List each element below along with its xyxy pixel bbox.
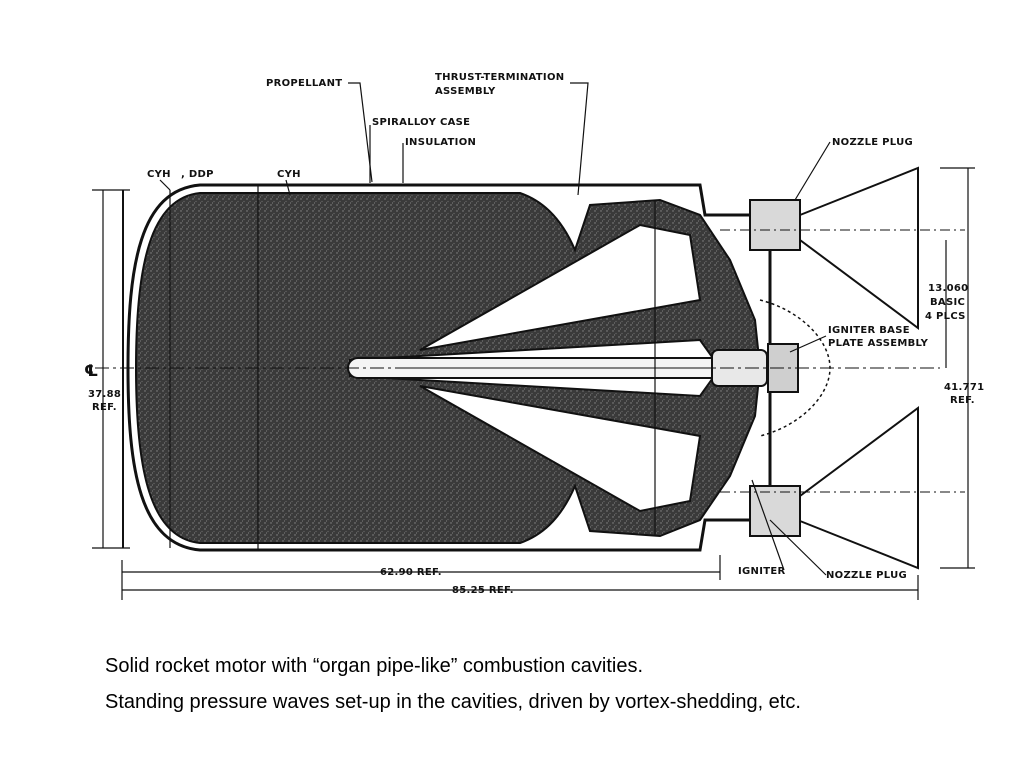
caption-line-2: Standing pressure waves set-up in the ca…: [105, 691, 801, 713]
label-cyh-right: CYH: [277, 169, 301, 180]
label-ddp: , DDP: [181, 169, 214, 180]
label-13060: 13.060: [928, 283, 968, 294]
leader-lines: [159, 82, 831, 576]
label-ref-left: REF.: [92, 402, 117, 413]
rocket-motor-diagram: PROPELLANT THRUST-TERMINATION ASSEMBLY S…: [84, 72, 984, 600]
label-thrust-termination-1: THRUST-TERMINATION: [435, 72, 564, 83]
label-62-90-ref: 62.90 REF.: [380, 567, 442, 578]
dimension-lines: [92, 167, 975, 600]
label-4-plcs: 4 PLCS: [925, 311, 966, 322]
label-spiralloy-case: SPIRALLOY CASE: [372, 117, 470, 128]
label-thrust-termination-2: ASSEMBLY: [435, 86, 496, 97]
label-centerline: ℄: [84, 361, 99, 380]
nozzle-bottom: [720, 406, 965, 570]
caption-line-1: Solid rocket motor with “organ pipe-like…: [105, 655, 643, 677]
label-igniter-base-1: IGNITER BASE: [828, 325, 910, 336]
propellant-grain: [134, 192, 762, 544]
nozzle-top: [720, 166, 965, 330]
label-propellant: PROPELLANT: [266, 78, 342, 89]
label-insulation: INSULATION: [405, 137, 476, 148]
label-nozzle-plug-bottom: NOZZLE PLUG: [826, 570, 907, 581]
label-igniter: IGNITER: [738, 566, 785, 577]
label-41-771: 41.771: [944, 382, 984, 393]
label-cyh-left: CYH: [147, 169, 171, 180]
label-nozzle-plug-top: NOZZLE PLUG: [832, 137, 913, 148]
diagram-labels: PROPELLANT THRUST-TERMINATION ASSEMBLY S…: [84, 72, 984, 596]
motor-case: [122, 183, 772, 552]
label-85-25-ref: 85.25 REF.: [452, 585, 514, 596]
label-37-88: 37.88: [88, 389, 121, 400]
label-igniter-base-2: PLATE ASSEMBLY: [828, 338, 929, 349]
label-ref-right: REF.: [950, 395, 975, 406]
label-basic: BASIC: [930, 297, 965, 308]
